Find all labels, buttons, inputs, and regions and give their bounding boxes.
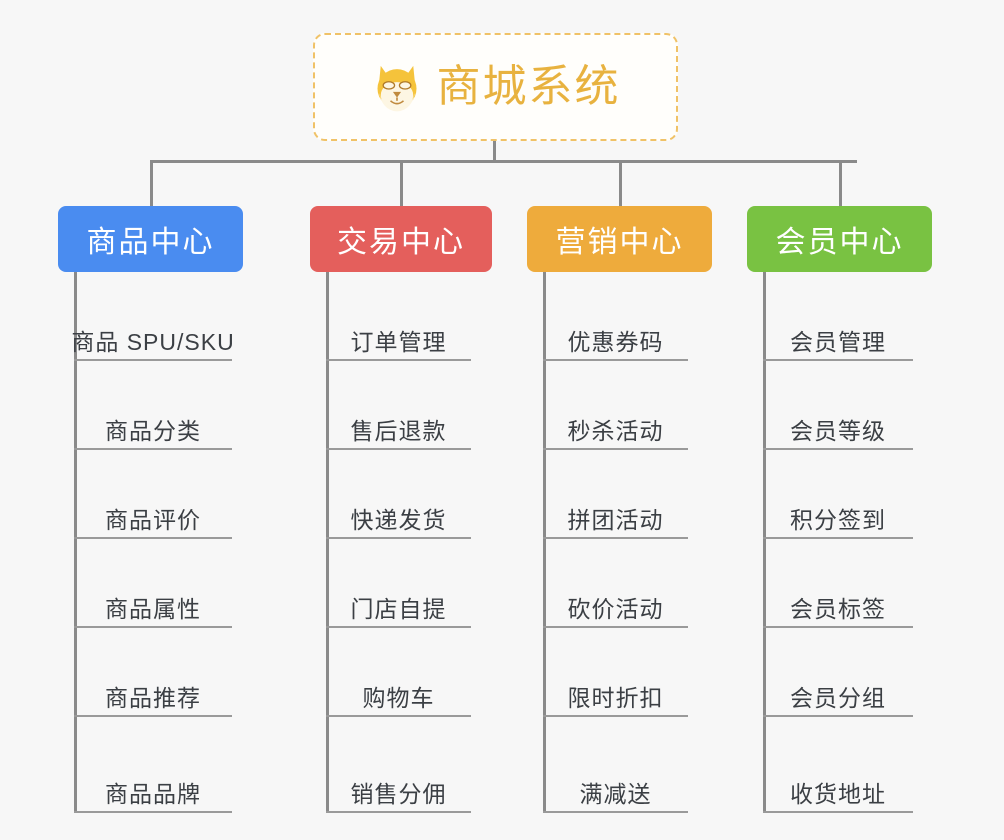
leaf-item[interactable]: 拼团活动 bbox=[543, 450, 688, 539]
leaf-item[interactable]: 砍价活动 bbox=[543, 539, 688, 628]
branch-column-3: 营销中心优惠券码秒杀活动拼团活动砍价活动限时折扣满减送 bbox=[527, 206, 712, 813]
branch-column-4: 会员中心会员管理会员等级积分签到会员标签会员分组收货地址 bbox=[747, 206, 932, 813]
branch-spine-2 bbox=[326, 272, 329, 813]
leaf-item[interactable]: 会员分组 bbox=[763, 628, 913, 717]
leaf-item[interactable]: 积分签到 bbox=[763, 450, 913, 539]
leaf-label: 门店自提 bbox=[350, 595, 447, 622]
leaf-label: 售后退款 bbox=[350, 417, 447, 444]
leaf-label: 商品评价 bbox=[105, 506, 201, 533]
branch-spine-4 bbox=[763, 272, 766, 813]
leaf-item[interactable]: 商品评价 bbox=[74, 450, 232, 539]
leaf-label: 销售分佣 bbox=[350, 780, 447, 807]
leaf-item[interactable]: 门店自提 bbox=[326, 539, 471, 628]
leaf-label: 商品品牌 bbox=[105, 780, 201, 807]
branch-column-1: 商品中心商品 SPU/SKU 商品分类商品评价商品属性商品推荐商品品牌 bbox=[58, 206, 243, 813]
branch-bus-connector bbox=[150, 160, 857, 163]
branch-header-3[interactable]: 营销中心 bbox=[527, 206, 712, 272]
leaf-label: 限时折扣 bbox=[567, 684, 664, 711]
leaf-item[interactable]: 会员等级 bbox=[763, 361, 913, 450]
leaf-item[interactable]: 会员标签 bbox=[763, 539, 913, 628]
leaf-label: 商品 SPU/SKU bbox=[71, 328, 235, 355]
leaf-item[interactable]: 收货地址 bbox=[763, 724, 913, 813]
leaf-label: 会员管理 bbox=[790, 328, 886, 355]
leaf-label: 商品属性 bbox=[105, 595, 201, 622]
leaf-item[interactable]: 优惠券码 bbox=[543, 272, 688, 361]
branch-drop-connector-4 bbox=[839, 160, 842, 206]
leaf-label: 收货地址 bbox=[790, 780, 886, 807]
root-trunk-connector bbox=[493, 141, 496, 163]
leaf-label: 砍价活动 bbox=[567, 595, 664, 622]
leaf-item[interactable]: 商品品牌 bbox=[74, 724, 232, 813]
leaf-label: 购物车 bbox=[362, 684, 435, 711]
branch-spine-3 bbox=[543, 272, 546, 813]
leaf-label: 商品分类 bbox=[105, 417, 201, 444]
leaf-item[interactable]: 购物车 bbox=[326, 628, 471, 717]
leaf-label: 会员标签 bbox=[790, 595, 886, 622]
branch-drop-connector-1 bbox=[150, 160, 153, 206]
leaf-item[interactable]: 秒杀活动 bbox=[543, 361, 688, 450]
leaf-label: 满减送 bbox=[579, 780, 652, 807]
leaf-label: 快递发货 bbox=[350, 506, 447, 533]
leaf-label: 订单管理 bbox=[350, 328, 447, 355]
branch-drop-connector-3 bbox=[619, 160, 622, 206]
leaf-label: 优惠券码 bbox=[567, 328, 664, 355]
leaf-label: 拼团活动 bbox=[567, 506, 664, 533]
leaf-item[interactable]: 快递发货 bbox=[326, 450, 471, 539]
branch-header-1[interactable]: 商品中心 bbox=[58, 206, 243, 272]
branch-spine-1 bbox=[74, 272, 77, 813]
root-node[interactable]: 商城系统 bbox=[313, 33, 678, 141]
leaf-item[interactable]: 订单管理 bbox=[326, 272, 471, 361]
leaf-item[interactable]: 限时折扣 bbox=[543, 628, 688, 717]
leaf-label: 秒杀活动 bbox=[567, 417, 664, 444]
shiba-dog-face-icon bbox=[371, 61, 423, 113]
branch-drop-connector-2 bbox=[400, 160, 403, 206]
leaf-item[interactable]: 商品属性 bbox=[74, 539, 232, 628]
leaf-item[interactable]: 商品推荐 bbox=[74, 628, 232, 717]
leaf-label: 会员分组 bbox=[790, 684, 886, 711]
branch-column-2: 交易中心订单管理售后退款快递发货门店自提购物车销售分佣 bbox=[310, 206, 492, 813]
leaf-item[interactable]: 销售分佣 bbox=[326, 724, 471, 813]
leaf-item[interactable]: 商品 SPU/SKU bbox=[71, 272, 235, 361]
leaf-label: 会员等级 bbox=[790, 417, 886, 444]
leaf-label: 商品推荐 bbox=[105, 684, 201, 711]
leaf-item[interactable]: 售后退款 bbox=[326, 361, 471, 450]
leaf-item[interactable]: 商品分类 bbox=[74, 361, 232, 450]
branch-header-2[interactable]: 交易中心 bbox=[310, 206, 492, 272]
leaf-label: 积分签到 bbox=[790, 506, 886, 533]
leaf-item[interactable]: 满减送 bbox=[543, 724, 688, 813]
root-title: 商城系统 bbox=[436, 62, 621, 111]
branch-header-4[interactable]: 会员中心 bbox=[747, 206, 932, 272]
leaf-item[interactable]: 会员管理 bbox=[763, 272, 913, 361]
